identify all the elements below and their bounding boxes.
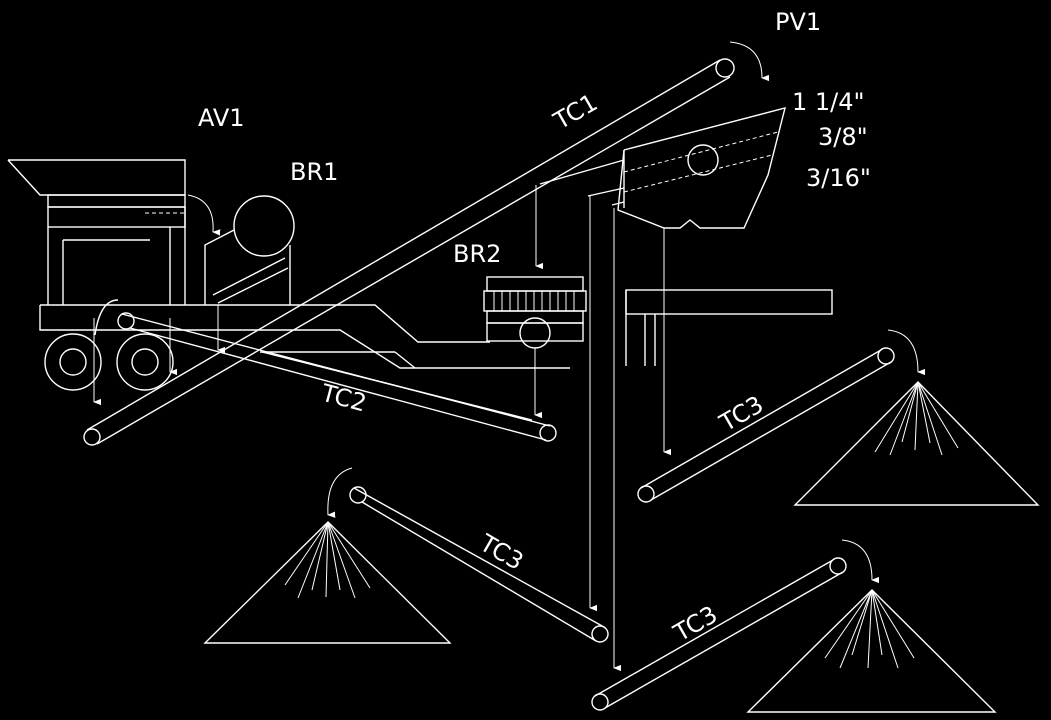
label-size-2: 3/8" bbox=[818, 123, 868, 151]
tc3-lower-discharge-arrow bbox=[841, 539, 880, 584]
stockpile-upper bbox=[793, 381, 1040, 506]
label-size-1: 1 1/4" bbox=[792, 88, 865, 116]
conveyor-tc3-upper bbox=[637, 347, 895, 503]
crusher-br1 bbox=[204, 195, 295, 305]
label-av1: AV1 bbox=[198, 104, 245, 132]
pv1-arrow bbox=[729, 41, 770, 82]
conveyor-tc3-mid bbox=[349, 486, 609, 643]
label-tc3-mid: TC3 bbox=[474, 528, 528, 575]
conveyor-tc1 bbox=[83, 58, 735, 446]
label-tc1: TC1 bbox=[548, 88, 602, 135]
chassis bbox=[39, 299, 570, 391]
label-pv1: PV1 bbox=[775, 8, 821, 36]
label-tc2: TC2 bbox=[317, 378, 369, 417]
feed-arrow bbox=[187, 194, 221, 236]
tc3-mid-discharge-arrow bbox=[327, 467, 353, 518]
label-size-3: 3/16" bbox=[806, 164, 871, 192]
label-br1: BR1 bbox=[290, 158, 338, 186]
stockpile-lower bbox=[746, 589, 997, 713]
crusher-br2 bbox=[483, 276, 587, 349]
conveyor-tc3-lower bbox=[591, 557, 847, 711]
label-br2: BR2 bbox=[453, 240, 501, 268]
label-tc3-lower: TC3 bbox=[668, 600, 722, 647]
br2-ribs bbox=[493, 291, 575, 311]
conveyor-tc2 bbox=[117, 312, 557, 442]
tc3-upper-discharge-arrow bbox=[887, 329, 926, 376]
screen-pv1 bbox=[539, 107, 786, 229]
screen-support bbox=[625, 289, 833, 366]
stockpile-mid bbox=[203, 521, 452, 644]
feeder-hopper bbox=[7, 159, 186, 305]
